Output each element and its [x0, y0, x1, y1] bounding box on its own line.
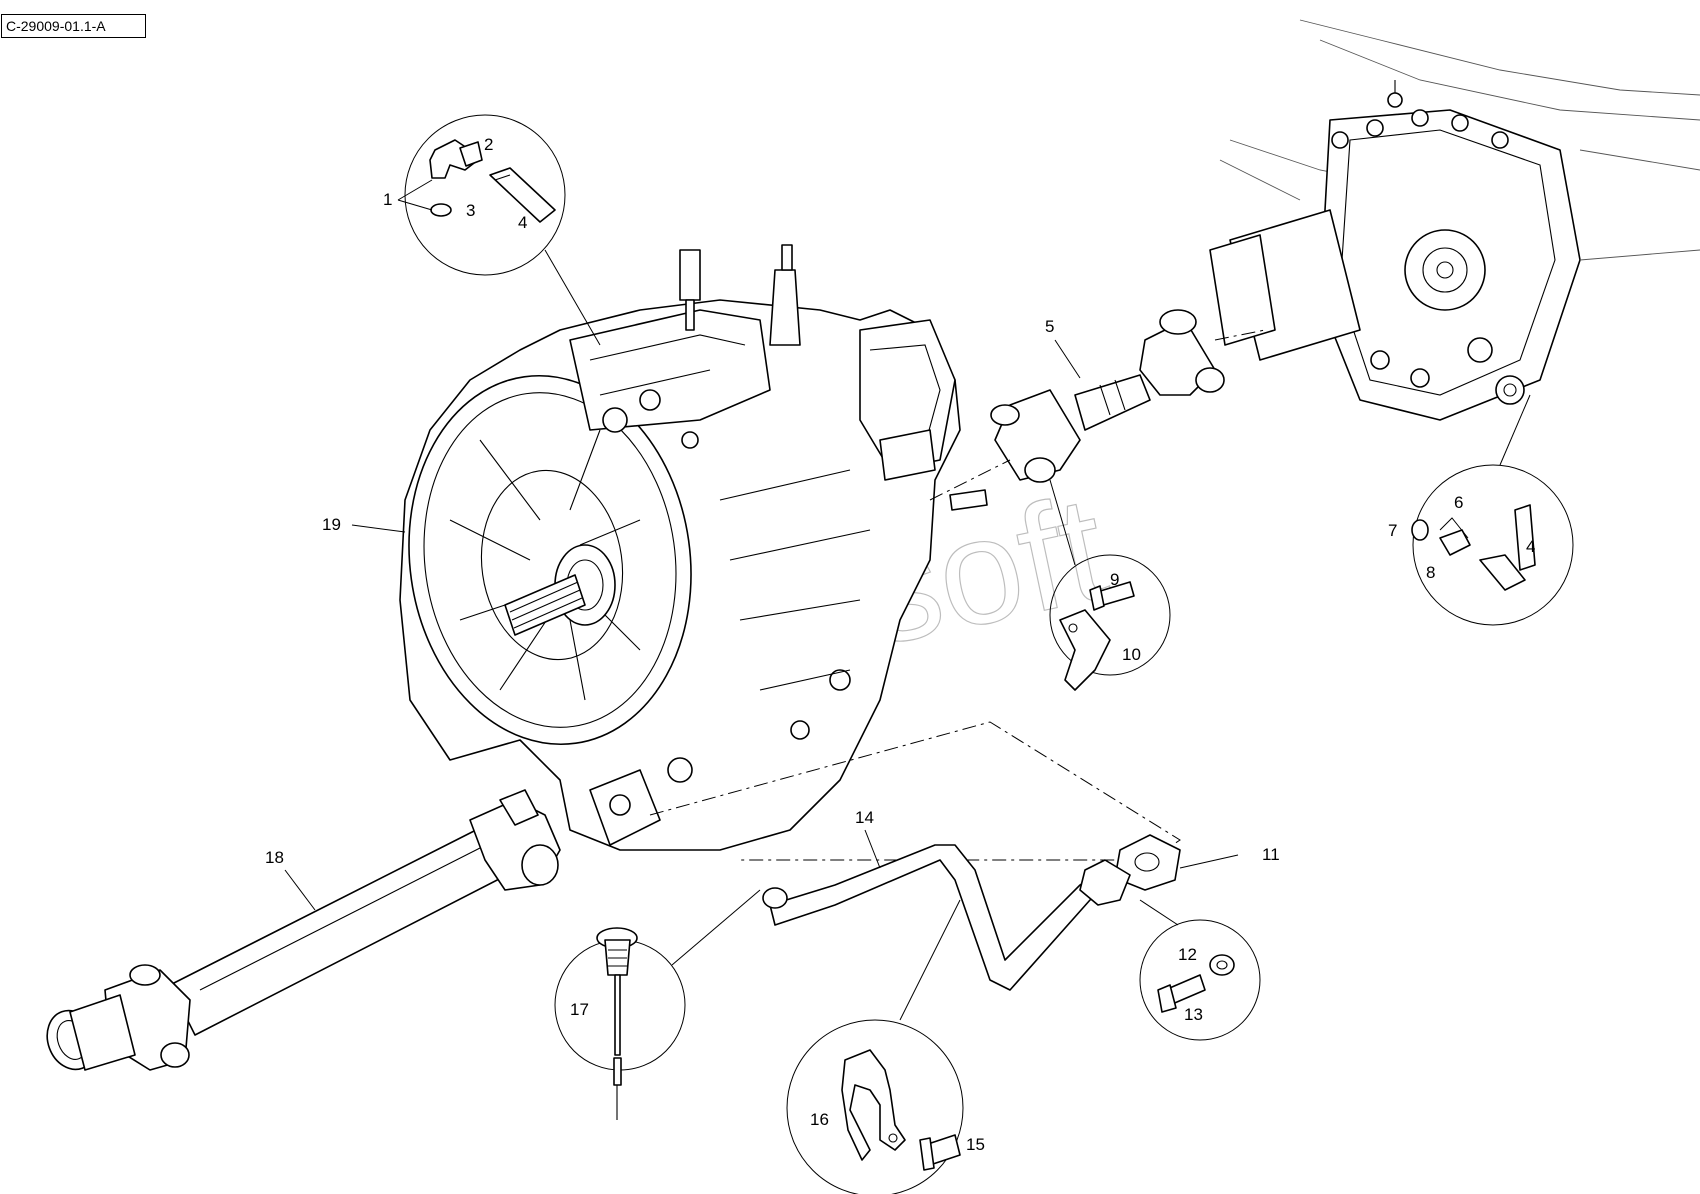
callout-2: 2	[484, 135, 493, 154]
callout-1: 1	[383, 190, 392, 209]
detail-bracket	[1049, 479, 1171, 691]
detail-fittings-top	[397, 114, 601, 346]
diagram-reference-code: C-29009-01.1-A	[1, 14, 146, 38]
callout-11: 11	[1262, 845, 1280, 864]
callout-4-right: 4	[1526, 537, 1535, 556]
callout-13: 13	[1184, 1005, 1203, 1024]
callout-7: 7	[1388, 521, 1397, 540]
callout-3: 3	[466, 201, 475, 220]
callout-5: 5	[1045, 317, 1054, 336]
callout-6: 6	[1454, 493, 1463, 512]
detail-dipstick	[554, 889, 761, 1120]
callout-8: 8	[1426, 563, 1435, 582]
callout-14: 14	[855, 808, 874, 827]
alignment-dashed-line	[649, 721, 1181, 861]
short-propeller-shaft	[929, 309, 1266, 501]
detail-fittings-right	[1411, 394, 1574, 626]
callout-15: 15	[966, 1135, 985, 1154]
callout-16: 16	[810, 1110, 829, 1129]
long-propeller-shaft	[46, 789, 561, 1071]
transmission-assembly	[399, 244, 988, 851]
callout-10: 10	[1122, 645, 1141, 664]
callout-18: 18	[265, 848, 284, 867]
callout-9: 9	[1110, 570, 1119, 589]
detail-bolt-washer	[1139, 899, 1261, 1041]
detail-pipe-clamp	[786, 899, 964, 1194]
callout-4-top: 4	[518, 213, 527, 232]
callout-17: 17	[570, 1000, 589, 1019]
callout-19: 19	[322, 515, 341, 534]
callout-12: 12	[1178, 945, 1197, 964]
rear-axle-housing	[1209, 19, 1700, 421]
oil-pipe-assembly	[762, 834, 1181, 991]
